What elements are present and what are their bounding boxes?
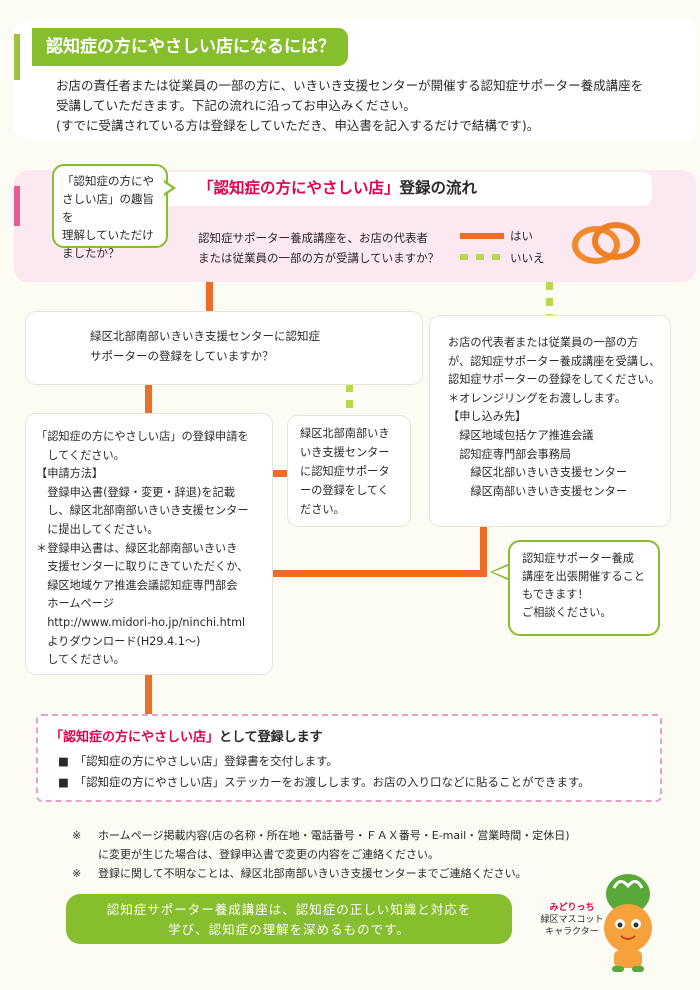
flow-line-no (546, 282, 553, 316)
question-registered-box (26, 312, 422, 384)
intro-title: 認知症の方にやさしい店になるには？ (32, 28, 348, 66)
register-supporter-text: 緑区北部南部いき いき支援センター に認知症サポータ ーの登録をしてく ださい。 (300, 427, 390, 516)
flow-line-yes (480, 526, 487, 576)
note-mark: ※ (72, 867, 82, 880)
mascot-icon (604, 874, 652, 972)
legend-yes-label: はい (510, 229, 533, 243)
note-item: ※ 登録に関して不明なことは、緑区北部南部いきいき支援センターまでご連絡ください… (72, 864, 672, 883)
footer-message: 認知症サポーター養成講座は、認知症の正しい知識と対応を 学び、認知症の理解を深め… (66, 894, 512, 944)
mascot-name: みどりっち (549, 903, 595, 913)
callout-tail-inner (493, 566, 508, 578)
orange-ring-icon (592, 222, 640, 260)
flow-line-yes (145, 384, 152, 414)
flow-line-yes (145, 674, 152, 714)
legend-no-line (460, 254, 504, 260)
apply-registration-text: 「認知症の方にやさしい店」の登録申請を してください。 【申請方法】 登録申込書… (36, 430, 249, 667)
flow-title-box (168, 172, 652, 206)
callout-tail-inner (163, 182, 172, 194)
question-registered-text: 緑区北部南部いきいき支援センターに認知症 サポーターの登録をしていますか？ (90, 329, 320, 363)
note-text: 登録に関して不明なことは、緑区北部南部いきいき支援センターまでご連絡ください。 (98, 867, 527, 880)
take-course-text: お店の代表者または従業員の一部の方 が、認知症サポーター養成講座を受講し、 認知… (448, 336, 661, 498)
outreach-course-callout: 認知症サポーター養成 講座を出張開催すること もできます！ ご相談ください。 (508, 540, 660, 636)
legend-no-label: いいえ (510, 251, 545, 265)
legend-yes-line (460, 233, 504, 239)
note-item: ※ ホームページ掲載内容(店の名称・所在地・電話番号・ＦＡＸ番号・E-mail・… (72, 826, 672, 864)
flow-line-yes (272, 470, 288, 477)
register-supporter-box (288, 416, 410, 526)
flow-line-no (346, 384, 353, 416)
mascot-caption: みどりっち 緑区マスコット キャラクター (538, 902, 606, 938)
note-mark: ※ (72, 829, 82, 842)
notes-section: ※ ホームページ掲載内容(店の名称・所在地・電話番号・ＦＡＸ番号・E-mail・… (72, 826, 672, 883)
question-course-attended: 認知症サポーター養成講座を、お店の代表者 または従業員の一部の方が受講しています… (198, 231, 440, 265)
registration-item: ■ 「認知症の方にやさしい店」登録書を交付します。 (58, 754, 338, 768)
flow-title: 「認知症の方にやさしい店」登録の流れ (198, 179, 478, 197)
registration-item: ■ 「認知症の方にやさしい店」ステッカーをお渡しします。お店の入り口などに貼るこ… (58, 775, 590, 789)
note-text: ホームページ掲載内容(店の名称・所在地・電話番号・ＦＡＸ番号・E-mail・営業… (98, 829, 570, 861)
take-course-box (430, 316, 670, 526)
registration-result-box (36, 714, 662, 802)
flow-line-yes (272, 570, 487, 577)
apply-registration-box (26, 414, 272, 674)
understanding-callout: 「認知症の方にや さしい店」の趣旨を 理解していただけ ましたか？ (52, 164, 168, 260)
registration-result-title: 「認知症の方にやさしい店」として登録します (50, 730, 323, 745)
flow-accent-bar (14, 186, 20, 226)
intro-accent-bar (14, 34, 20, 80)
mascot-caption-text: 緑区マスコット キャラクター (540, 915, 604, 937)
flow-line-yes (206, 282, 213, 312)
intro-body: お店の責任者または従業員の一部の方に、いきいき支援センターが開催する認知症サポー… (56, 78, 644, 133)
